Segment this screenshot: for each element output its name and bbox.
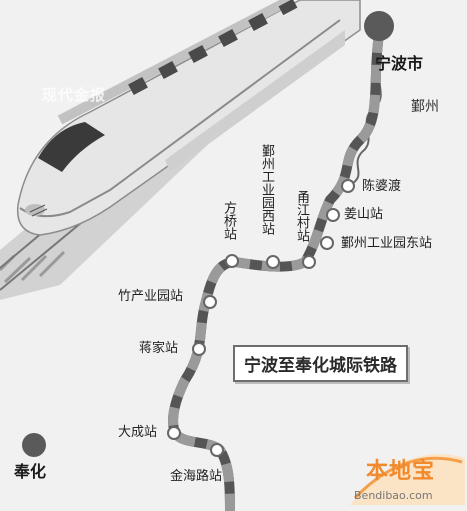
station-label-yongjiangcun: 甬江村站 bbox=[294, 190, 309, 242]
station-label-jinhailu: 金海路站 bbox=[170, 469, 223, 484]
station-marker-jiangjia bbox=[192, 342, 206, 356]
station-label-fangqiao: 方桥站 bbox=[221, 201, 236, 240]
station-marker-chenpodu bbox=[341, 179, 355, 193]
station-marker-jinhailu bbox=[210, 443, 224, 457]
station-label-jiangshan: 姜山站 bbox=[344, 207, 384, 222]
district-label: 鄞州 bbox=[411, 99, 439, 115]
station-label-chenpodu: 陈婆渡 bbox=[362, 179, 402, 194]
logo-graphic bbox=[350, 454, 465, 505]
station-label-yinzhou-west: 鄞州工业园西站 bbox=[259, 144, 274, 235]
station-marker-yinzhou-west bbox=[266, 255, 280, 269]
logo-title: 本地宝 bbox=[366, 459, 436, 484]
station-label-yinzhou-east: 鄞州工业园东站 bbox=[341, 236, 433, 251]
city-label-ningbo: 宁波市 bbox=[375, 54, 424, 73]
station-label-jiangjia: 蒋家站 bbox=[139, 341, 179, 356]
site-logo[interactable]: 本地宝 Bendibao.com bbox=[346, 447, 464, 507]
logo-url[interactable]: Bendibao.com bbox=[354, 489, 433, 502]
station-marker-yinzhou-east bbox=[320, 236, 334, 250]
city-label-fenghua: 奉化 bbox=[14, 462, 47, 481]
station-marker-dacheng bbox=[167, 426, 181, 440]
station-marker-zhuchanye bbox=[203, 295, 217, 309]
line-name-label: 宁波至奉化城际铁路 bbox=[233, 345, 408, 382]
station-markers bbox=[167, 179, 355, 457]
station-marker-jiangshan bbox=[326, 208, 340, 222]
station-label-dacheng: 大成站 bbox=[118, 425, 158, 440]
station-marker-yongjiangcun bbox=[302, 255, 316, 269]
station-label-zhuchanye: 竹产业园站 bbox=[118, 289, 184, 304]
city-marker-ningbo bbox=[364, 11, 394, 41]
station-marker-fangqiao bbox=[225, 254, 239, 268]
train-illustration bbox=[0, 0, 361, 300]
newspaper-watermark: 现代金报 bbox=[42, 86, 107, 104]
city-marker-fenghua bbox=[22, 433, 46, 457]
railway-line bbox=[168, 34, 384, 511]
